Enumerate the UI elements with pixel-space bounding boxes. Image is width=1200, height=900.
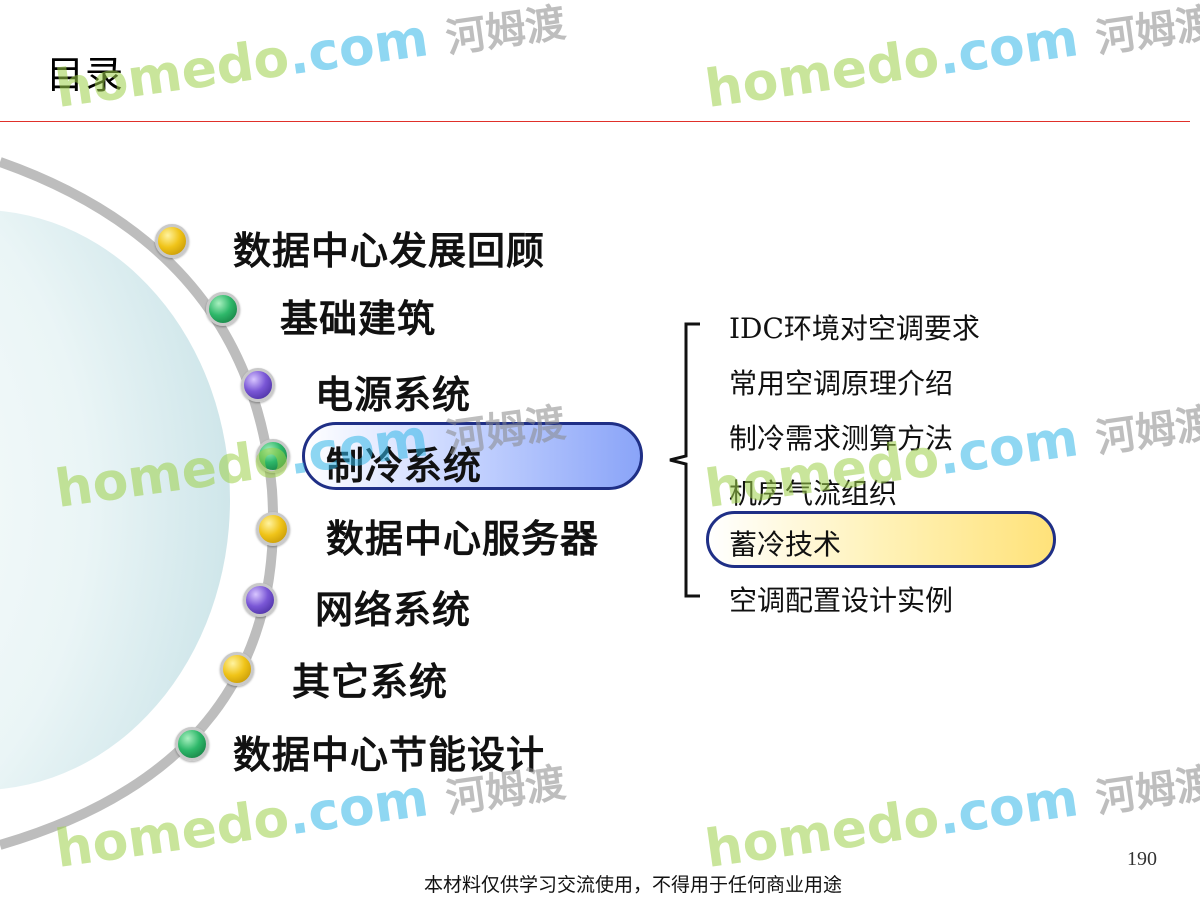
toc-item-other[interactable]: 其它系统 — [292, 660, 449, 704]
main-item-highlight — [302, 422, 643, 490]
toc-item-power[interactable]: 电源系统 — [315, 373, 472, 417]
bullet-dot-icon — [256, 512, 290, 546]
toc-item-servers[interactable]: 数据中心服务器 — [326, 517, 600, 561]
toc-item-network[interactable]: 网络系统 — [315, 588, 472, 632]
sub-item-highlight — [706, 511, 1056, 568]
sub-item-idc-requirements[interactable]: IDC环境对空调要求 — [729, 312, 980, 345]
bullet-dot-icon — [220, 652, 254, 686]
sub-list-bracket — [669, 322, 700, 598]
page-title: 目录 — [46, 53, 125, 97]
toc-item-cooling[interactable]: 制冷系统 — [326, 444, 483, 488]
sub-item-ac-principles[interactable]: 常用空调原理介绍 — [729, 367, 954, 400]
bullet-dot-icon — [256, 439, 290, 473]
bullet-dot-icon — [243, 583, 277, 617]
toc-item-building[interactable]: 基础建筑 — [280, 297, 437, 341]
arc-line — [0, 157, 278, 850]
sub-item-ac-design-example[interactable]: 空调配置设计实例 — [729, 584, 954, 617]
bullet-dot-icon — [155, 224, 189, 258]
bullet-dot-icon — [175, 727, 209, 761]
toc-item-energy-saving[interactable]: 数据中心节能设计 — [233, 733, 546, 777]
bullet-dot-icon — [241, 368, 275, 402]
bullet-dot-icon — [206, 292, 240, 326]
page-number: 190 — [1127, 848, 1157, 870]
title-divider — [0, 121, 1190, 122]
sub-item-cold-storage[interactable]: 蓄冷技术 — [729, 528, 842, 561]
toc-item-datacenter-history[interactable]: 数据中心发展回顾 — [233, 229, 546, 273]
footer-disclaimer: 本材料仅供学习交流使用，不得用于任何商业用途 — [424, 874, 843, 896]
sub-item-airflow[interactable]: 机房气流组织 — [729, 477, 898, 510]
sphere-shape — [0, 210, 230, 790]
sub-item-cooling-calc[interactable]: 制冷需求测算方法 — [729, 422, 954, 455]
